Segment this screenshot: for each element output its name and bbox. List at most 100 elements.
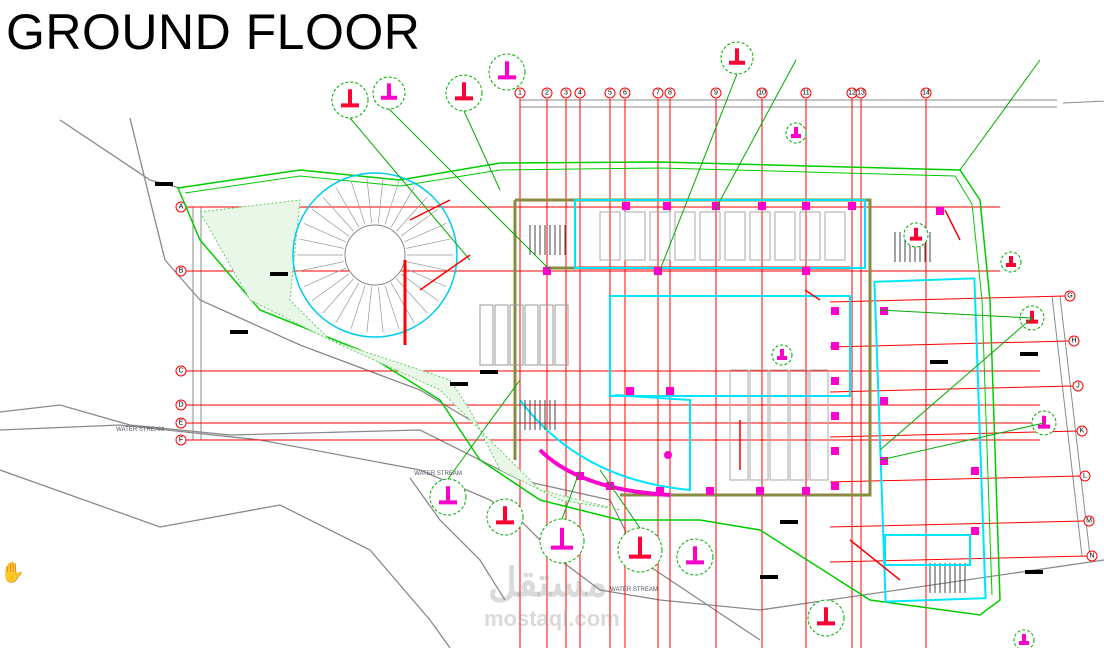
grid-label-H: H (1071, 338, 1076, 345)
label-tag (270, 272, 288, 276)
spiral-ramp-core (344, 224, 406, 286)
grid-label-C: C (178, 368, 183, 375)
site-contour-4 (409, 477, 506, 601)
grid-bubble-6 (619, 87, 631, 99)
parking-stall (509, 304, 524, 366)
grid-bubble-7 (652, 87, 664, 99)
label-tag (1025, 570, 1043, 574)
building-outline (176, 161, 1001, 616)
grid-bubble-4 (574, 87, 586, 99)
grid-bubble-G (1064, 290, 1076, 302)
column (654, 267, 662, 275)
grid-bubble-E (175, 417, 187, 429)
grid-label-8: 8 (668, 90, 672, 97)
grid-label-F: F (179, 437, 183, 444)
parking-stall (699, 211, 721, 261)
detail-wall-section-icon (498, 61, 516, 80)
spiral-step (366, 286, 373, 333)
spiral-step (396, 278, 428, 314)
detail-wall-section-icon (341, 89, 359, 108)
column (831, 482, 839, 490)
column (663, 202, 671, 210)
parking-stall (524, 304, 539, 366)
leader-line (714, 59, 797, 211)
spiral-step (400, 208, 439, 237)
grid-dimension-line-right (1051, 295, 1091, 557)
spiral-step (311, 273, 350, 302)
grid-bubble-N (1086, 550, 1098, 562)
grid-bubble-M (1083, 515, 1095, 527)
leader-line (879, 422, 1045, 461)
leader-line (659, 73, 738, 271)
grid-bubble-H (1068, 335, 1080, 347)
parking-stall (769, 369, 789, 481)
spiral-step (303, 222, 346, 243)
parking-stall (674, 211, 696, 261)
hand-pan-icon[interactable]: ✋ (0, 562, 25, 584)
column (880, 457, 888, 465)
column (831, 412, 839, 420)
interior-zone-3 (873, 277, 987, 603)
direction-arrow (804, 289, 821, 301)
detail-wall-section-icon (729, 48, 745, 65)
column (831, 342, 839, 350)
grid-label-L: L (1083, 473, 1087, 480)
column (706, 487, 714, 495)
label-tag (155, 182, 173, 186)
parking-stall (624, 211, 646, 261)
label-tag (1020, 352, 1038, 356)
grid-label-E: E (179, 420, 184, 427)
grid-bubble-F (175, 434, 187, 446)
spiral-step (303, 267, 346, 288)
grid-line-G (829, 295, 1066, 303)
leader-line (879, 309, 1033, 319)
column (802, 202, 810, 210)
landscape-area (199, 199, 621, 511)
column (758, 202, 766, 210)
grid-label-A: A (179, 204, 184, 211)
spiral-step (298, 261, 344, 272)
site-contour-5 (59, 119, 181, 189)
grid-line-M (829, 520, 1085, 528)
water-stream-label: WATER STREAM (610, 587, 658, 593)
column (576, 472, 584, 480)
detail-wall-section-icon (817, 607, 835, 626)
grid-bubble-D (175, 399, 187, 411)
grid-bubble-11 (800, 87, 812, 99)
column (848, 202, 856, 210)
grid-dimension-line-left (192, 207, 202, 440)
leader-line (447, 379, 521, 480)
detail-wall-section-icon (551, 527, 573, 550)
interior-zone-4 (519, 394, 691, 492)
grid-bubble-14 (920, 87, 932, 99)
spiral-step (404, 222, 447, 243)
grid-line-N (829, 555, 1088, 563)
spiral-step (350, 180, 366, 225)
column (936, 207, 944, 215)
grid-label-M: M (1086, 518, 1092, 525)
column (656, 487, 664, 495)
parking-stall (799, 211, 821, 261)
column (880, 307, 888, 315)
column (831, 377, 839, 385)
parking-stall (824, 211, 846, 261)
grid-label-3: 3 (564, 90, 568, 97)
detail-wall-section-icon (496, 506, 514, 525)
parking-stall (749, 211, 771, 261)
detail-wall-section-icon (455, 82, 473, 101)
grid-bubble-10 (756, 87, 768, 99)
grid-bubble-B (175, 265, 187, 277)
detail-wall-section-icon (777, 349, 787, 360)
curved-wall (538, 448, 671, 497)
parking-stall (554, 304, 569, 366)
leader-line (463, 110, 501, 191)
spiral-step (390, 282, 415, 323)
spiral-step (384, 285, 400, 330)
label-tag (480, 370, 498, 374)
building-outline-inner (184, 167, 993, 596)
spiral-step (322, 196, 354, 232)
column (606, 482, 614, 490)
spiral-step (406, 238, 452, 249)
spiral-step (298, 238, 344, 249)
